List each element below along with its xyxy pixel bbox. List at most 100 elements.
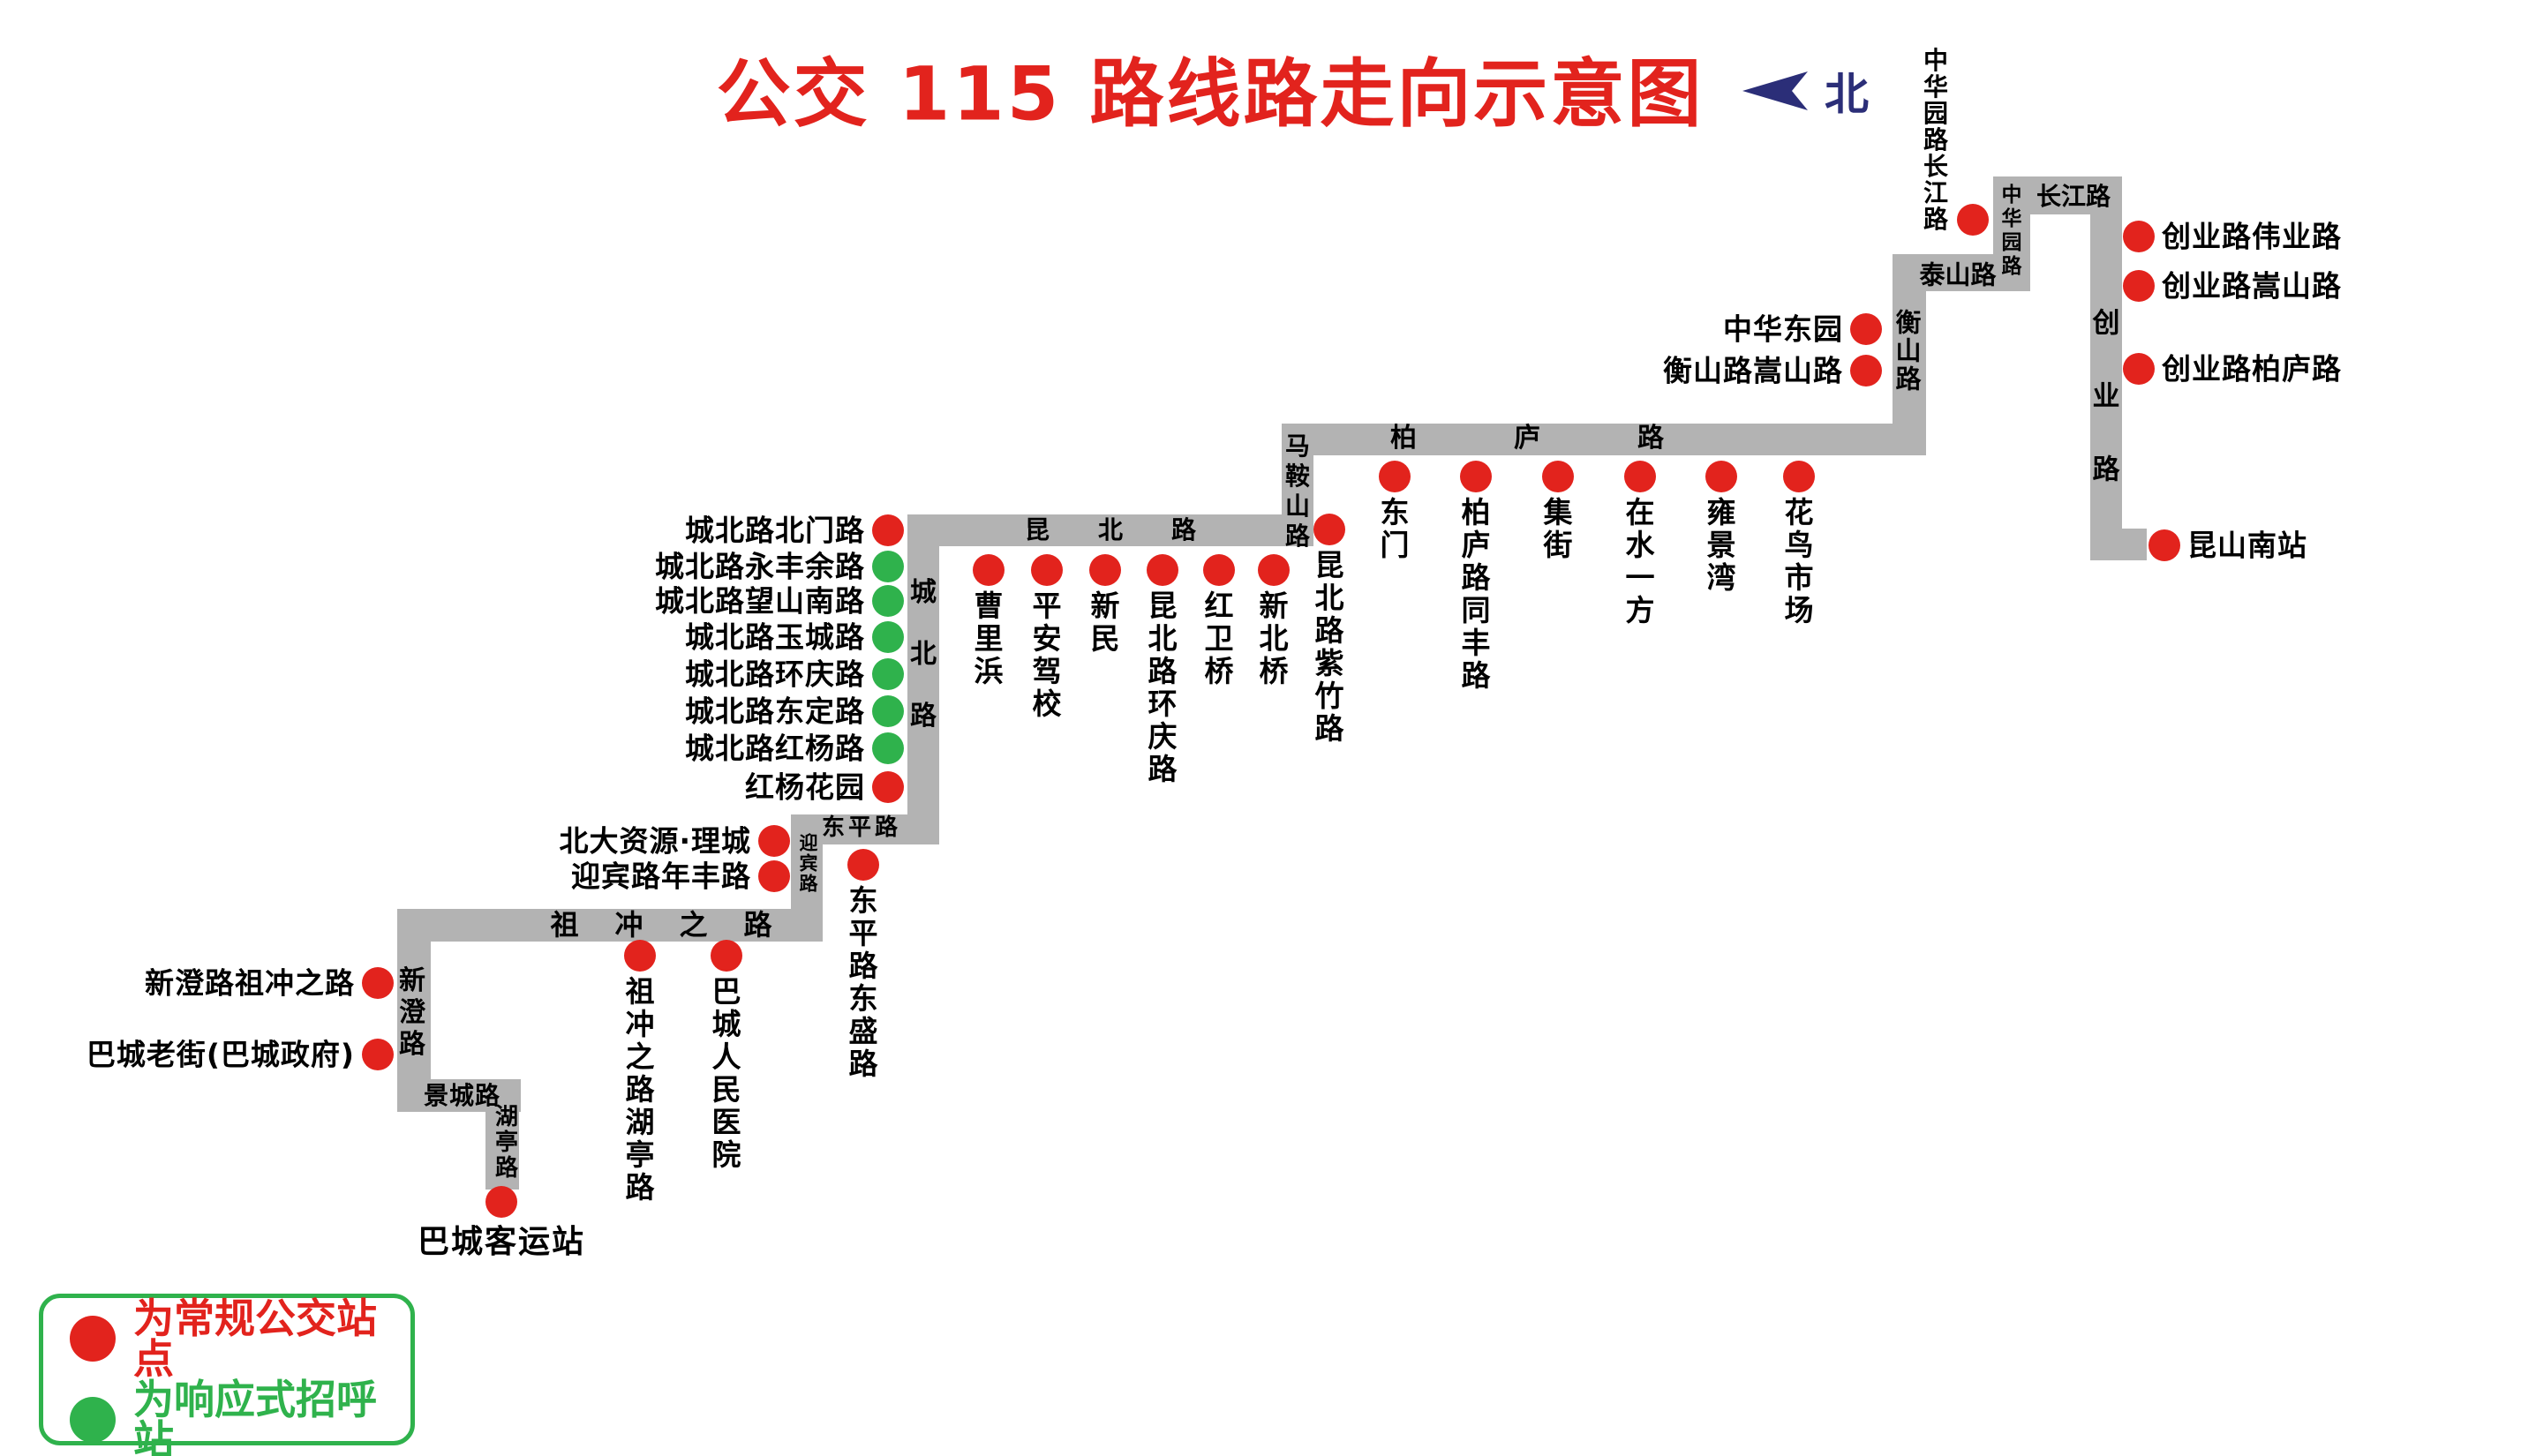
stop-dot [362, 967, 394, 999]
stop-label: 昆北路紫竹路 [1315, 551, 1344, 743]
stop-dot [1031, 554, 1063, 586]
label-char: 祖 [625, 974, 655, 1009]
label-char: 浜 [974, 654, 1004, 688]
label-char: 中 [1923, 46, 1949, 75]
stop-label: 城北路东定路 [685, 694, 865, 729]
label-char: 鞍 [1284, 462, 1311, 491]
label-char: 北 [1314, 581, 1344, 615]
label-char: 曹 [974, 589, 1004, 623]
label-char: 亭 [625, 1137, 655, 1172]
label-char: 澄 [399, 997, 425, 1028]
stop-label: 城北路红杨路 [685, 731, 865, 766]
label-char: 路 [2001, 255, 2022, 278]
stop-label: 巴城老街(巴城政府) [86, 1037, 355, 1072]
label-char: 新 [399, 965, 425, 996]
label-char: 之 [625, 1039, 655, 1074]
regular-stop-icon [70, 1316, 116, 1362]
label-char: 盛 [848, 1014, 878, 1048]
label-char: 山 [1945, 259, 1971, 290]
label-char: 卫 [1204, 621, 1234, 656]
stop-label: 衡山路嵩山路 [1663, 353, 1843, 388]
road-label-jingchenglu: 景城路 [424, 1084, 500, 1108]
stop-label: 昆山南站 [2187, 528, 2307, 563]
north-label: 北 [1825, 69, 1869, 120]
page-title: 公交 115 路线路走向示意图 [716, 50, 1704, 138]
stop-label: 创业路嵩山路 [2162, 268, 2342, 304]
label-char: 迎 [799, 832, 818, 854]
road-segment-chengbeilu [907, 514, 939, 844]
stop-label: 新澄路祖冲之路 [145, 965, 355, 1001]
label-char: 庆 [1148, 719, 1178, 754]
road-label-zhonghuayuanlu: 中华园路 [2002, 185, 2022, 277]
stop-dot [1379, 461, 1411, 492]
stop-dot [872, 695, 904, 727]
label-char: 新 [1259, 589, 1289, 623]
road-label-bailulu: 柏庐路 [1390, 425, 1664, 452]
label-char: 庐 [1461, 528, 1491, 562]
label-char: 路 [1314, 613, 1344, 648]
stop-label: 新民 [1091, 591, 1120, 653]
road-label-maanshanlu: 马鞍山路 [1285, 434, 1310, 549]
stop-label: 巴城人民医院 [712, 977, 741, 1169]
road-segment-terminus-stub [2122, 529, 2147, 560]
label-char: 东 [821, 814, 845, 841]
road-segment-chuangyelu [2090, 176, 2122, 560]
label-char: 桥 [1259, 654, 1289, 688]
label-char: 街 [1543, 528, 1573, 562]
label-char: 东 [848, 883, 878, 918]
label-char: 路 [1148, 654, 1178, 688]
stop-dot [1705, 461, 1737, 492]
label-char: 桥 [1204, 654, 1234, 688]
road-label-changjianglu: 长江路 [2036, 184, 2111, 209]
label-char: 新 [1090, 589, 1120, 623]
label-char: 景 [1706, 528, 1736, 562]
label-char: 路 [848, 949, 878, 983]
label-char: 北 [1148, 621, 1178, 656]
label-char: 平 [1032, 589, 1062, 623]
label-char: 路 [1923, 205, 1949, 234]
stop-dot [2123, 221, 2155, 252]
stop-dot [362, 1039, 394, 1070]
stop-label: 东平路东盛路 [849, 886, 878, 1078]
label-char: 北 [1259, 621, 1289, 656]
label-char: 市 [1784, 560, 1814, 595]
label-char: 场 [1784, 593, 1814, 627]
label-char: 民 [711, 1072, 741, 1107]
label-char: 马 [1284, 432, 1311, 461]
label-char: 人 [711, 1039, 741, 1074]
label-char: 庐 [1514, 423, 1540, 454]
stop-label: 城北路望山南路 [655, 583, 865, 619]
road-label-taishanlu: 泰山路 [1919, 259, 1996, 290]
label-char: 路 [743, 908, 772, 942]
stop-label: 新北桥 [1260, 591, 1289, 686]
label-char: 路 [475, 1081, 500, 1110]
label-char: 华 [2001, 207, 2022, 230]
label-char: 之 [679, 908, 708, 942]
label-char: 平 [847, 814, 872, 841]
road-label-kunbeilu: 昆北路 [1025, 518, 1196, 543]
stop-dot [872, 551, 904, 582]
stop-dot [1147, 554, 1178, 586]
label-char: 江 [1923, 178, 1949, 207]
label-char: 路 [2092, 454, 2120, 486]
label-char: 长 [2036, 182, 2061, 211]
label-char: 紫 [1314, 646, 1344, 680]
legend-label: 为响应式招呼站 [133, 1376, 377, 1456]
label-char: 方 [1625, 593, 1655, 627]
label-char: 园 [1923, 99, 1949, 128]
label-char: 祖 [550, 908, 579, 942]
label-char: 湖 [494, 1104, 519, 1130]
stop-label: 城北路永丰余路 [655, 549, 865, 584]
stop-dot [1313, 514, 1345, 545]
label-char: 中 [2001, 184, 2022, 206]
stop-label: 城北路北门路 [685, 513, 865, 548]
road-segment-zuchongzhilu [397, 909, 823, 942]
stop-label: 城北路玉城路 [685, 619, 865, 655]
stop-dot [1957, 204, 1989, 236]
label-char: 集 [1543, 495, 1573, 529]
stop-dot [1203, 554, 1235, 586]
label-char: 路 [1284, 522, 1311, 551]
label-char: 鸟 [1784, 528, 1814, 562]
stop-dot [872, 514, 904, 546]
north-arrow-icon [1742, 70, 1811, 116]
